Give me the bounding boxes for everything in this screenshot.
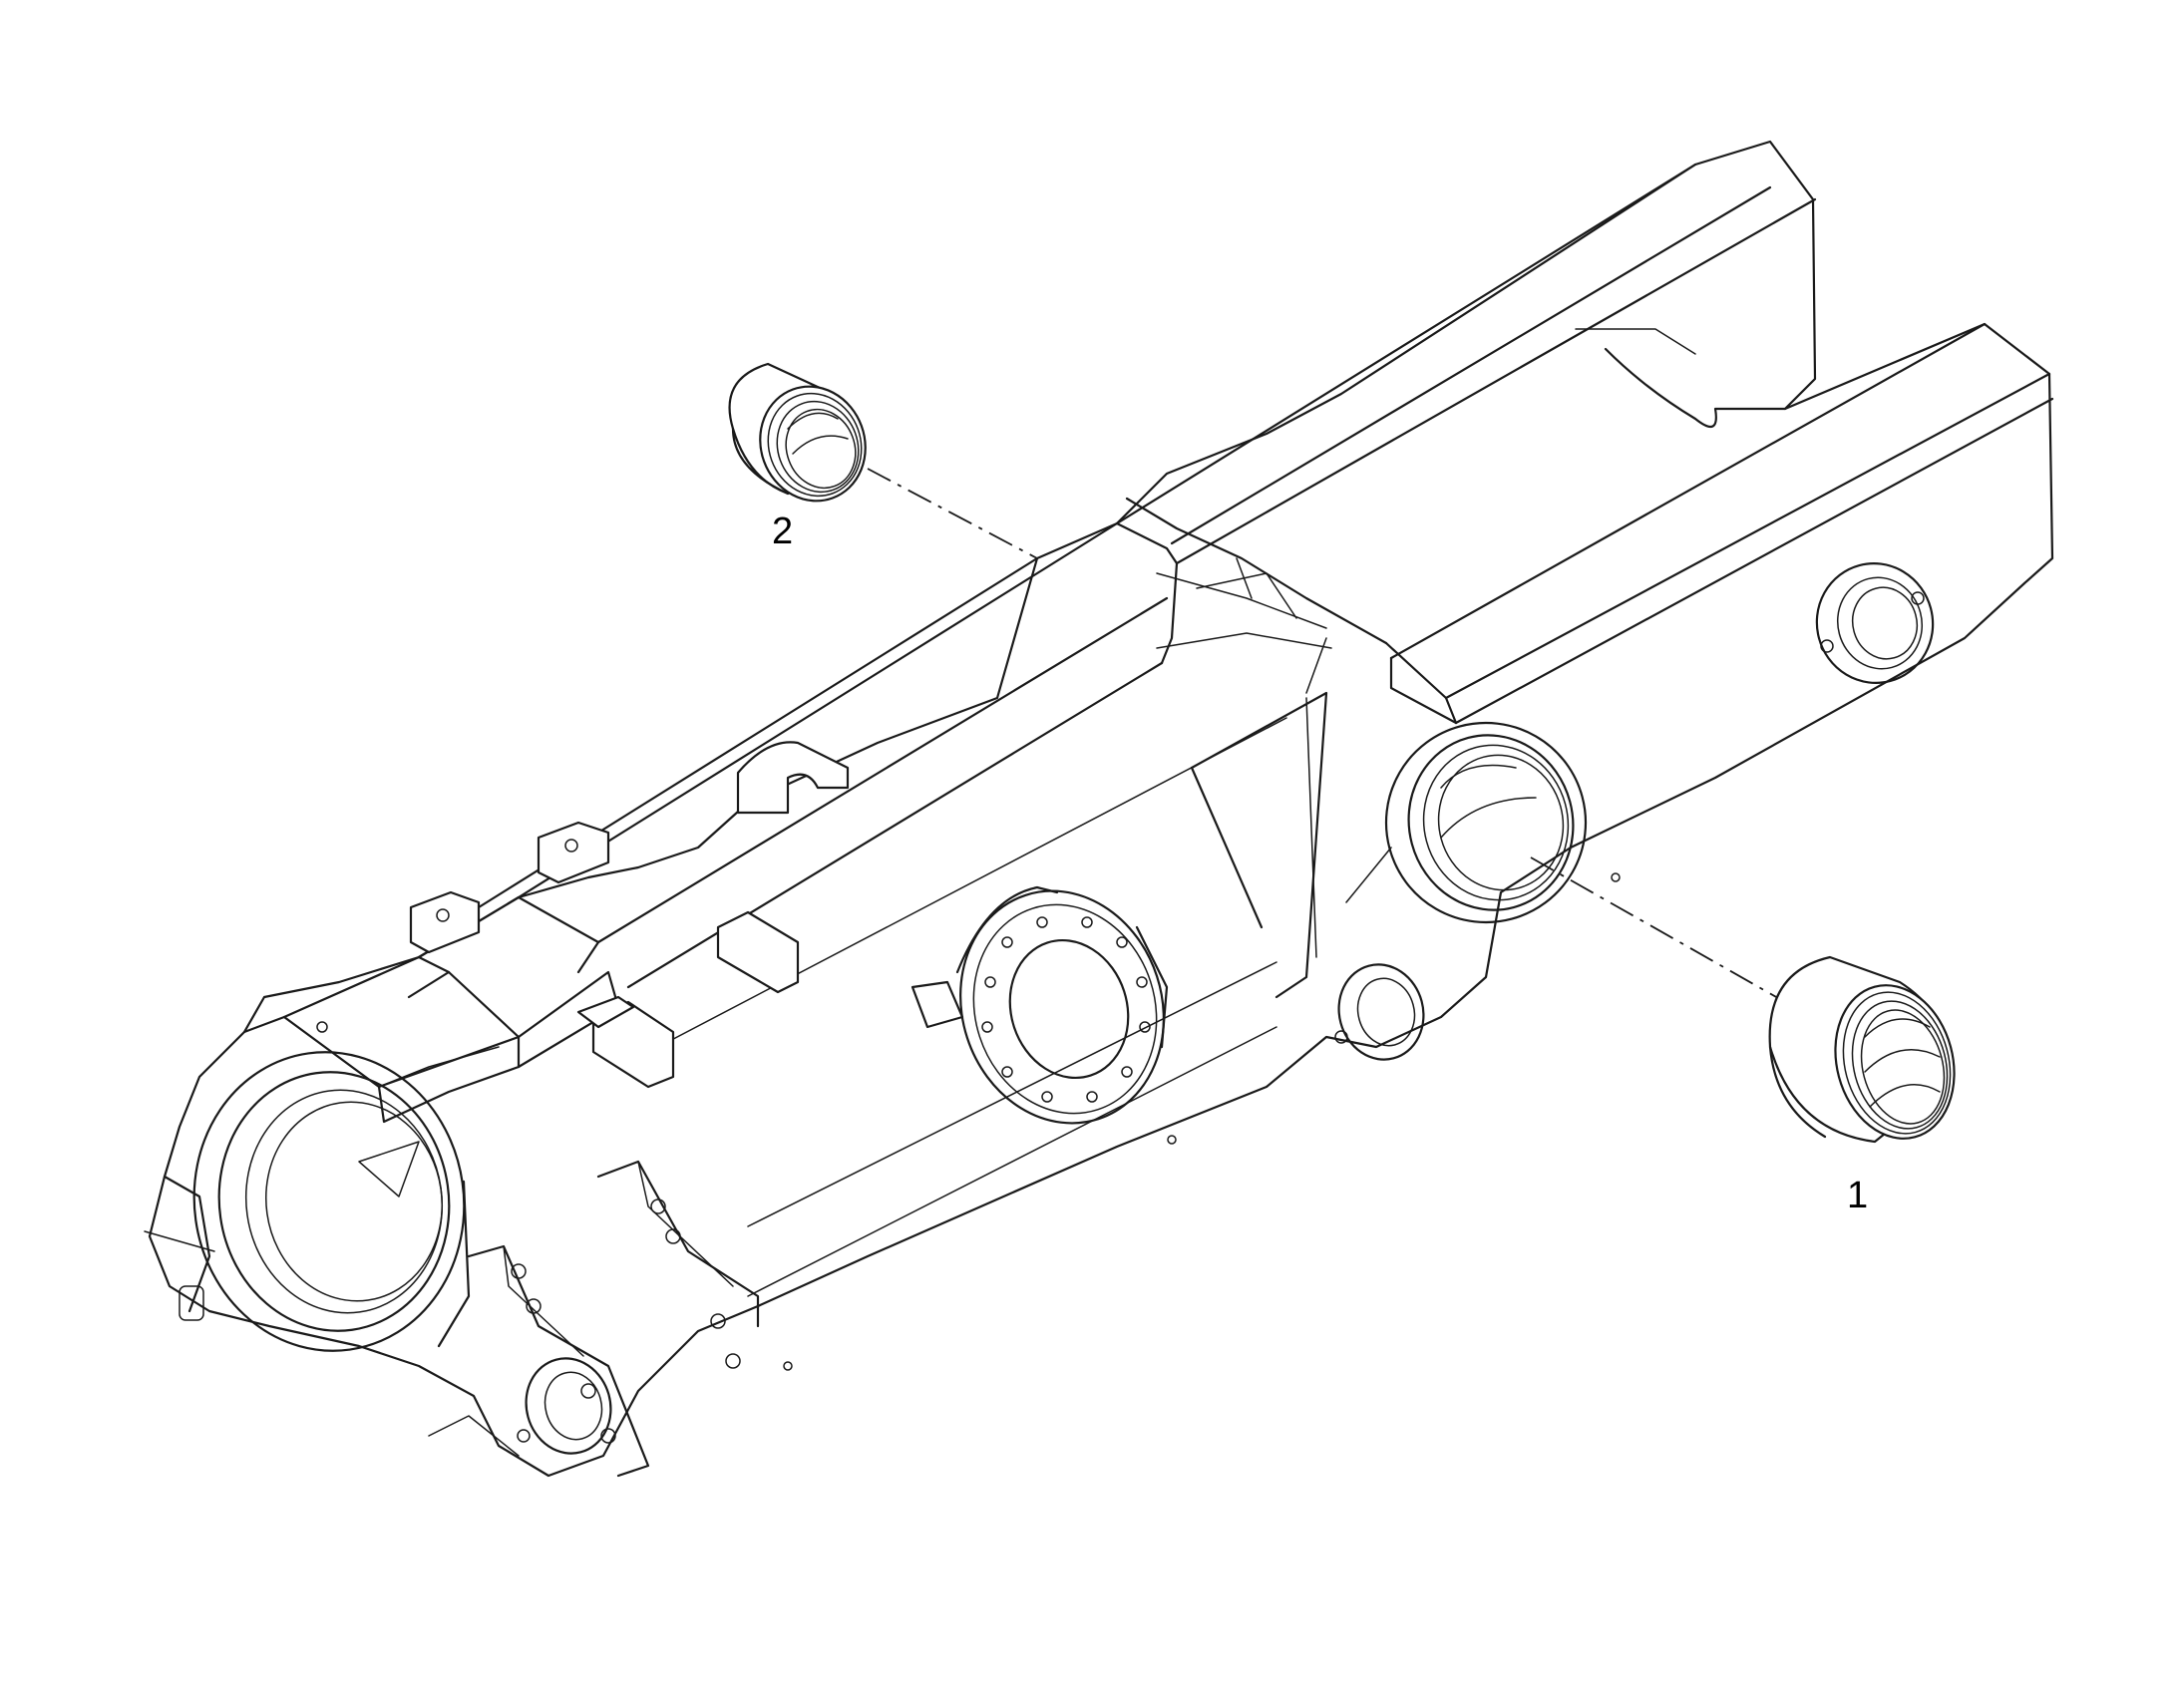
centerline-1 <box>1530 856 1786 1003</box>
track-frame <box>144 140 2054 1478</box>
top-bracket-4 <box>716 910 800 994</box>
top-bracket-2 <box>537 821 610 884</box>
bushing-1 <box>1768 955 1956 1144</box>
upper-right-bore <box>1815 562 1935 684</box>
front-lower-bore <box>517 1357 612 1455</box>
top-bracket-3 <box>409 890 481 954</box>
callout-label-2: 2 <box>772 511 794 552</box>
top-bracket-5 <box>591 1000 675 1089</box>
centerline-2 <box>867 468 1038 559</box>
bushing-2 <box>728 362 867 503</box>
top-bracket-1 <box>736 741 850 815</box>
track-frame-outline <box>148 140 2054 1478</box>
callout-label-1: 1 <box>1847 1175 1869 1216</box>
rear-bore <box>1384 721 1588 924</box>
lower-middle-bore <box>1334 963 1425 1061</box>
center-flange <box>910 885 1169 1125</box>
top-bracket-6 <box>576 995 635 1029</box>
